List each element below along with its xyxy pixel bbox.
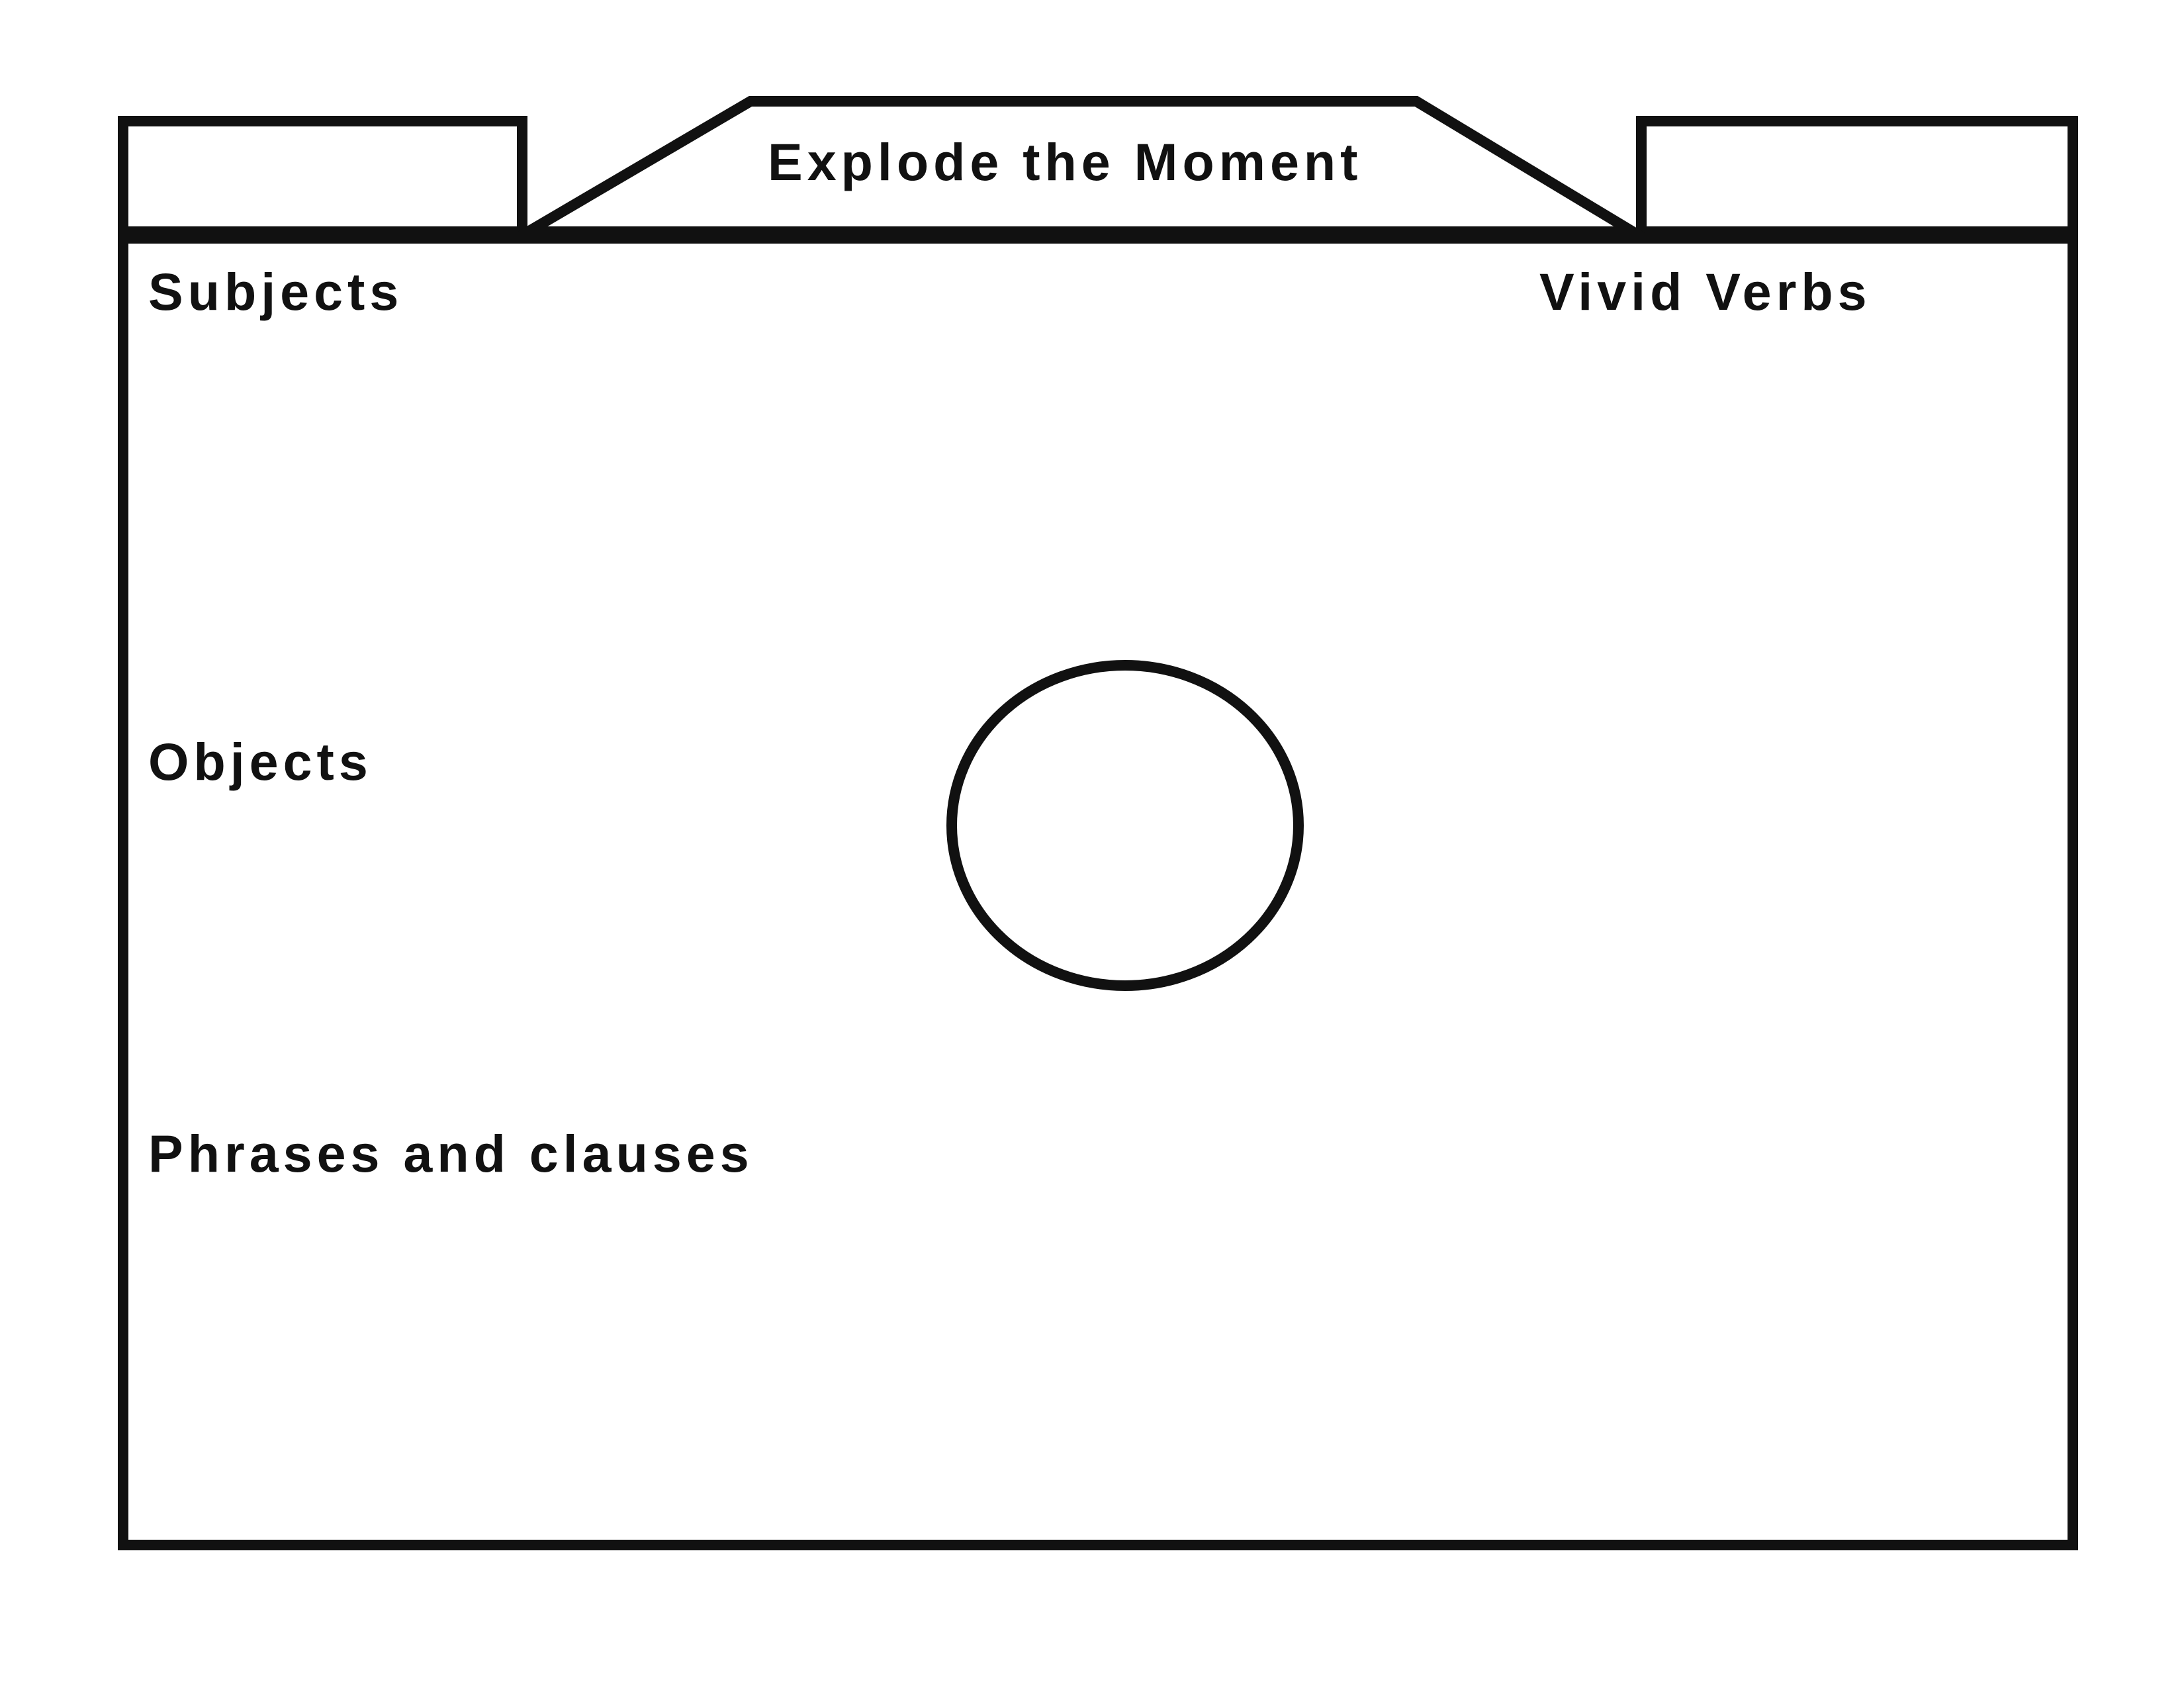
center-circle bbox=[946, 660, 1304, 991]
objects-label: Objects bbox=[148, 732, 373, 791]
main-box bbox=[118, 233, 2078, 1550]
phrases-and-clauses-label: Phrases and clauses bbox=[148, 1124, 754, 1183]
left-tab-box bbox=[118, 116, 527, 237]
worksheet-title: Explode the Moment bbox=[768, 132, 1363, 191]
subjects-label: Subjects bbox=[148, 262, 403, 321]
right-tab-box bbox=[1636, 116, 2078, 237]
title-tab-shape bbox=[508, 96, 1652, 237]
vivid-verbs-label: Vivid Verbs bbox=[1539, 262, 1872, 321]
